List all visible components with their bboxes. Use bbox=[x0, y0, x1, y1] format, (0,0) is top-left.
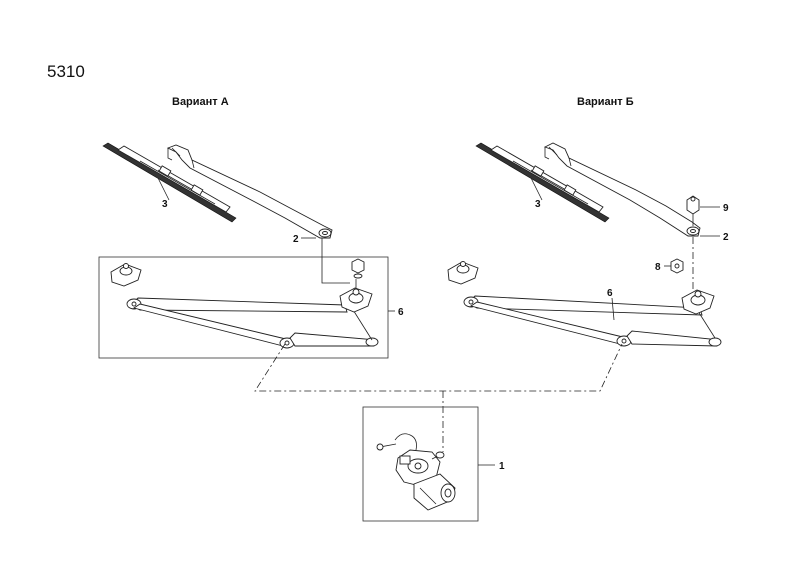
callout-8-b: 8 bbox=[655, 262, 661, 273]
variant-a-title: Вариант А bbox=[172, 96, 229, 108]
callout-1: 1 bbox=[499, 461, 505, 472]
callout-9-b: 9 bbox=[723, 203, 729, 214]
variant-b-title: Вариант Б bbox=[577, 96, 634, 108]
callout-6-a: 6 bbox=[398, 307, 404, 318]
variant-a-nut bbox=[351, 258, 365, 279]
callout-3-b: 3 bbox=[535, 199, 541, 210]
page-number: 5310 bbox=[47, 62, 85, 81]
variant-a-blade bbox=[102, 142, 237, 223]
variant-b-linkage bbox=[447, 261, 722, 347]
motor-frame bbox=[362, 406, 479, 522]
variant-b-blade bbox=[475, 142, 610, 223]
variant-a-arm bbox=[166, 144, 333, 239]
variant-b-cap bbox=[686, 195, 700, 215]
variant-b-nut bbox=[670, 258, 684, 274]
callout-3-a: 3 bbox=[162, 199, 168, 210]
callout-2-a: 2 bbox=[293, 234, 299, 245]
variant-a-frame bbox=[98, 256, 389, 359]
dash-connector-lines bbox=[254, 343, 623, 452]
variant-a-linkage bbox=[110, 263, 379, 349]
wiper-motor bbox=[376, 433, 456, 511]
variant-b-arm bbox=[543, 142, 701, 237]
callout-2-b: 2 bbox=[723, 232, 729, 243]
callout-6-b: 6 bbox=[607, 288, 613, 299]
